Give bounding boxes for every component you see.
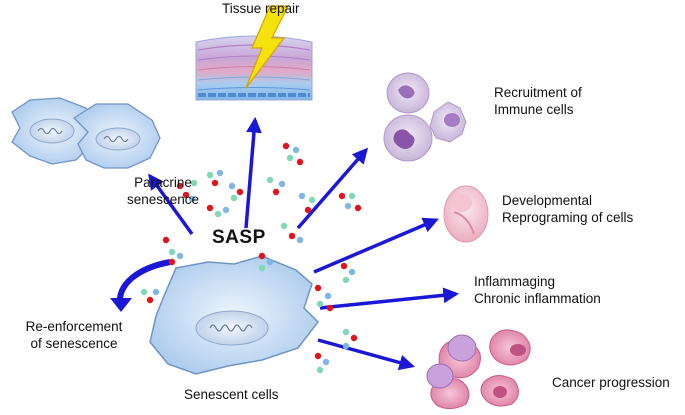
label-developmental: Developmental Reprograming of cells xyxy=(502,192,633,226)
label-recruitment-line2: Immune cells xyxy=(494,102,574,117)
label-recruitment-immune: Recruitment of Immune cells xyxy=(494,84,582,118)
label-reenforcement-line2: of senescence xyxy=(30,336,118,351)
reenforcement-arrow xyxy=(110,259,171,312)
label-inflammaging-line2: Chronic inflammation xyxy=(474,291,601,306)
label-paracrine-line2: senescence xyxy=(126,192,200,207)
immune-cells-icon xyxy=(383,72,467,162)
label-inflammaging-line1: Inflammaging xyxy=(474,274,556,289)
label-cancer-progression: Cancer progression xyxy=(552,375,670,390)
tissue-repair-icon xyxy=(195,5,313,101)
arrow-cancer xyxy=(317,338,416,371)
label-inflammaging: Inflammaging Chronic inflammation xyxy=(474,273,601,307)
cancer-cells-icon xyxy=(426,329,531,410)
label-senescent-cells: Senescent cells xyxy=(184,387,279,402)
label-developmental-line1: Developmental xyxy=(502,193,593,208)
label-reenforcement-line1: Re-enforcement xyxy=(25,319,123,334)
embryo-icon xyxy=(443,185,489,243)
label-recruitment-line1: Recruitment of xyxy=(494,85,582,100)
label-paracrine-senescence: Paracrine senescence xyxy=(112,174,214,208)
arrow-inflammaging xyxy=(319,287,460,310)
lightning-icon xyxy=(245,5,289,89)
arrow-developmental xyxy=(313,217,439,274)
label-reenforcement: Re-enforcement of senescence xyxy=(18,318,130,352)
sasp-factor-dots xyxy=(140,142,362,374)
paracrine-cells-icon xyxy=(11,97,161,169)
arrow-immune xyxy=(296,147,369,230)
label-developmental-line2: Reprograming of cells xyxy=(502,210,634,225)
label-paracrine-line1: Paracrine xyxy=(134,175,192,190)
label-tissue-repair: Tissue repair xyxy=(222,1,300,16)
arrow-tissue-repair xyxy=(244,116,262,229)
arrows xyxy=(148,116,460,371)
arrow-paracrine xyxy=(148,173,194,236)
senescent-cell-icon xyxy=(149,255,319,375)
label-sasp: SASP xyxy=(212,227,266,248)
